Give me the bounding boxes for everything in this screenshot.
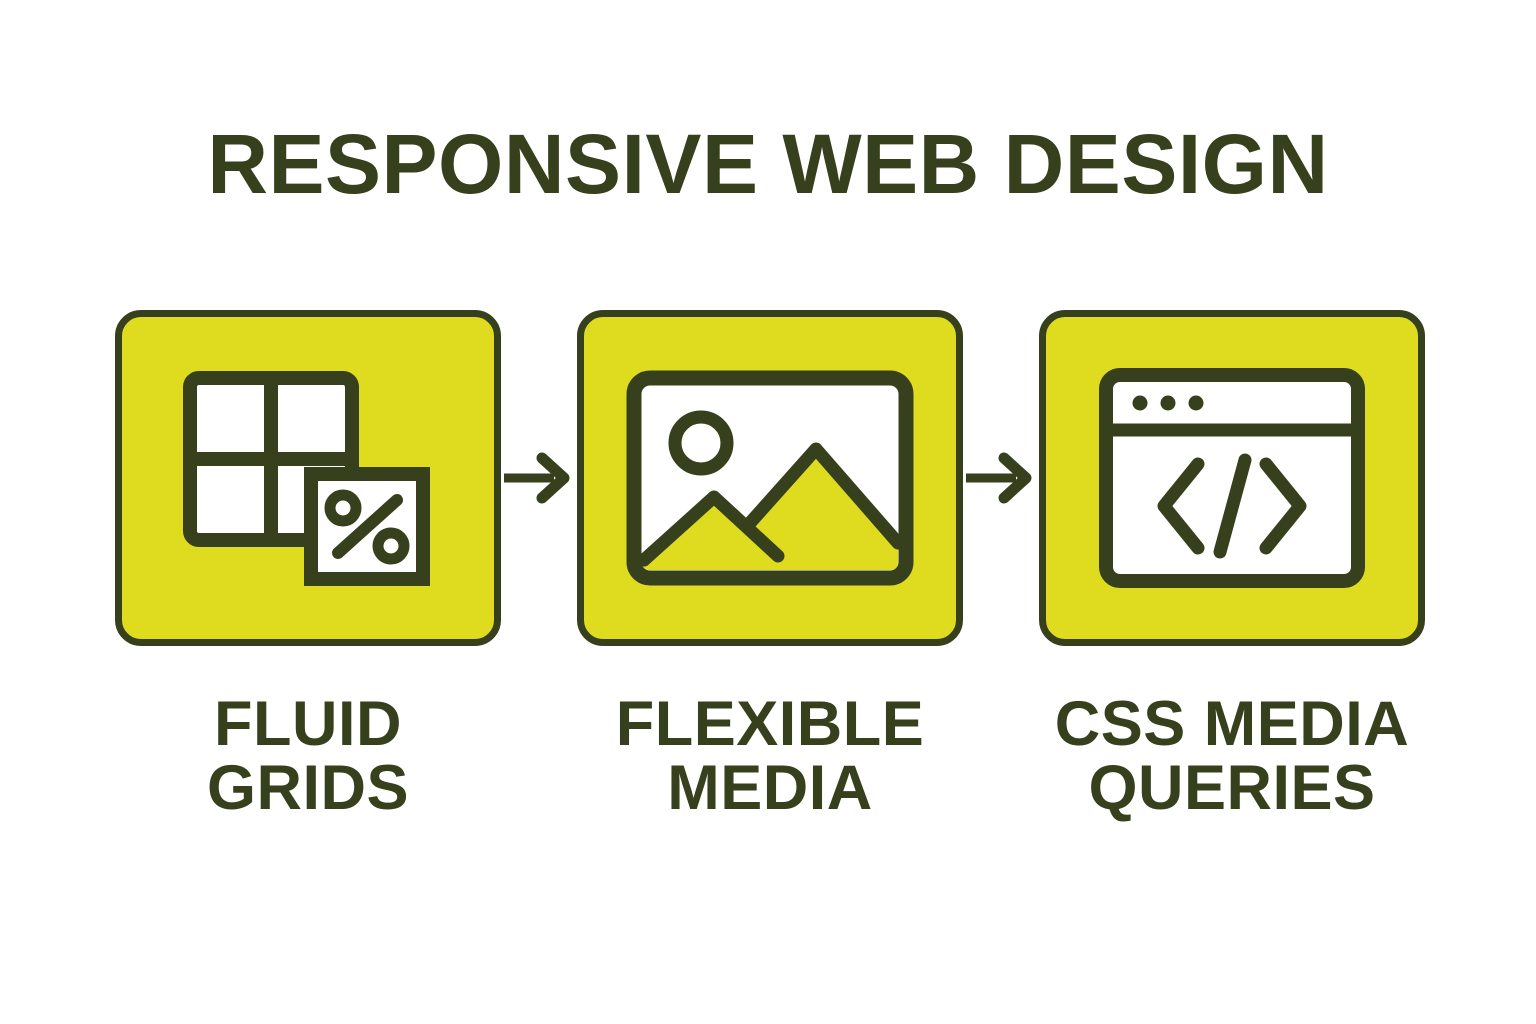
step-label-fluid-grids: FLUID GRIDS <box>115 692 501 821</box>
step-label-line-1: CSS MEDIA <box>1054 689 1410 759</box>
step-label-css-media-queries: CSS MEDIA QUERIES <box>1039 692 1425 821</box>
arrow-right-icon-1 <box>501 448 577 508</box>
fluid-grid-percent-icon <box>183 370 433 586</box>
step-label-flexible-media: FLEXIBLE MEDIA <box>577 692 963 821</box>
page-title: RESPONSIVE WEB DESIGN <box>207 117 1329 211</box>
step-css-media-queries[interactable] <box>1039 310 1425 646</box>
arrow-right-icon-2 <box>963 448 1039 508</box>
step-label-line-1: FLUID <box>214 689 402 759</box>
step-label-line-1: FLEXIBLE <box>615 689 925 759</box>
step-fluid-grids[interactable] <box>115 310 501 646</box>
step-card-2[interactable] <box>577 310 963 646</box>
step-card-3[interactable] <box>1039 310 1425 646</box>
step-flexible-media[interactable] <box>577 310 963 646</box>
steps-row <box>115 310 1425 646</box>
browser-code-window-icon <box>1098 367 1366 589</box>
step-label-line-2: QUERIES <box>1088 753 1376 824</box>
step-card-1[interactable] <box>115 310 501 646</box>
image-picture-icon <box>626 370 914 586</box>
step-label-line-2: MEDIA <box>667 753 873 824</box>
labels-row: FLUID GRIDS FLEXIBLE MEDIA CSS MEDIA QUE… <box>115 692 1421 862</box>
step-label-line-2: GRIDS <box>206 753 410 824</box>
